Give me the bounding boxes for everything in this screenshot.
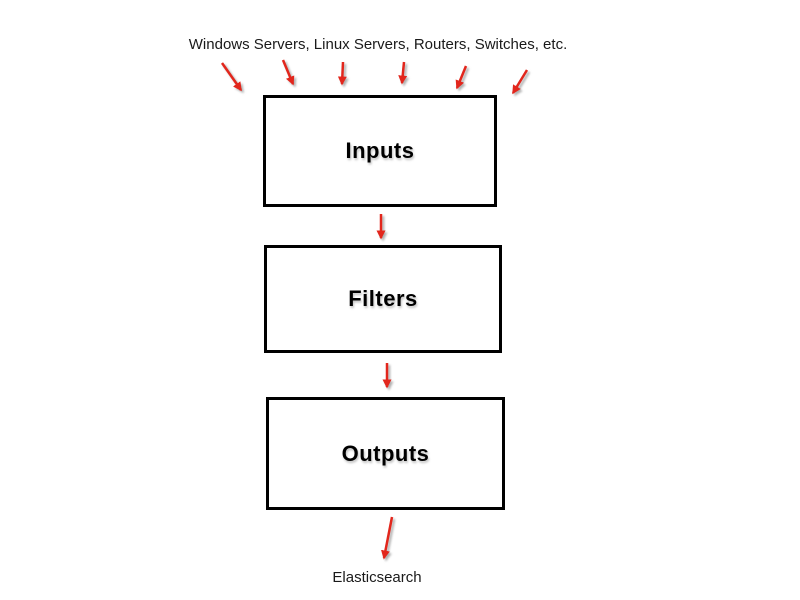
- source-arrow-4: [398, 61, 408, 85]
- node-outputs-label: Outputs: [341, 440, 430, 466]
- source-arrow-2: [281, 59, 295, 86]
- node-outputs: Outputs: [266, 397, 505, 510]
- destination-label: Elasticsearch: [332, 569, 422, 586]
- sources-label: Windows Servers, Linux Servers, Routers,…: [188, 36, 568, 53]
- node-filters: Filters: [264, 245, 502, 353]
- source-arrow-3: [337, 61, 347, 86]
- node-inputs: Inputs: [263, 95, 497, 207]
- outputs-to-elasticsearch-arrow: [381, 516, 394, 560]
- source-arrow-1: [220, 62, 243, 92]
- node-filters-label: Filters: [348, 286, 418, 311]
- node-inputs-label: Inputs: [345, 138, 415, 163]
- source-arrow-6: [511, 69, 529, 95]
- source-arrow-5: [455, 65, 468, 90]
